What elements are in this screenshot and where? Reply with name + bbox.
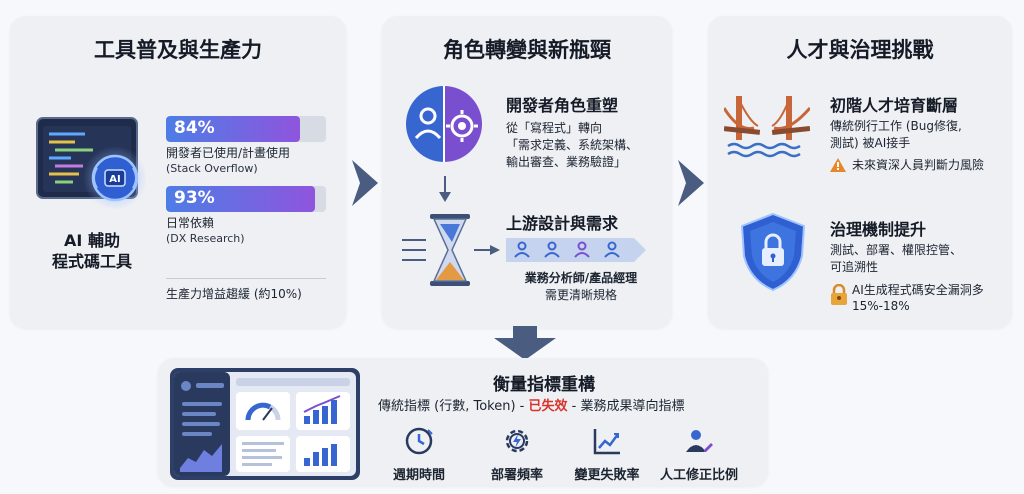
person-edit-icon (686, 430, 713, 452)
talent-desc-line1: 傳統例行工作 (Bug修復, (830, 119, 962, 133)
role-desc-line2: 「需求定義、系統架構、 (506, 138, 639, 152)
arrow-down-icon (494, 326, 556, 360)
metric-change-failure-rate: 變更失敗率 (552, 426, 662, 483)
stat-reliance: 93% 日常依賴 (DX Research) (166, 186, 326, 246)
metric-change-failure-label: 變更失敗率 (574, 468, 640, 483)
metric-cycle-time-label: 週期時間 (392, 468, 445, 483)
upstream-design-desc: 業務分析師/產品經理 需更清晰規格 (506, 270, 656, 304)
ai-code-monitor-icon: AI (36, 117, 147, 210)
junior-talent-gap-desc: 傳統例行工作 (Bug修復, 測試) 被AI接手 (830, 118, 962, 152)
gear-bolt-icon (505, 429, 529, 453)
metrics-title: 衡量指標重構 (493, 375, 595, 395)
metric-manual-fix-label: 人工修正比例 (659, 468, 738, 483)
people-row-icon (506, 238, 646, 262)
usage-desc: 開發者已使用/計畫使用 (166, 146, 291, 160)
usage-percent: 84% (174, 118, 215, 138)
arrow-right-icon (352, 160, 378, 206)
junior-talent-gap-title: 初階人才培育斷層 (830, 96, 959, 115)
trend-chart-icon (593, 429, 620, 455)
role-reshape-title: 開發者角色重塑 (506, 96, 619, 115)
governance-desc-line1: 測試、部署、權限控管、 (830, 243, 963, 257)
ai-code-vulnerability-note: AI生成程式碼安全漏洞多 15%-18% (852, 282, 984, 314)
arrow-down-icon (439, 176, 451, 202)
ai-label-line1: AI 輔助 (64, 231, 120, 250)
panel3-title: 人才與治理挑戰 (786, 38, 934, 62)
usage-progress-bar: 84% (166, 116, 326, 142)
usage-progress-fill (166, 116, 301, 142)
panel-talent-governance: 人才與治理挑戰 初階人才培育斷層 傳統例行工作 (Bug修復, 測試) 被AI接… (708, 16, 1012, 328)
governance-title: 治理機制提升 (830, 220, 927, 239)
usage-source: (Stack Overflow) (166, 162, 258, 175)
security-shield-icon (740, 212, 806, 292)
warning-icon (830, 158, 846, 172)
reliance-progress-bar: 93% (166, 186, 326, 212)
metric-deploy-frequency: 部署頻率 (462, 426, 572, 483)
developer-gear-icon (406, 86, 482, 162)
vuln-line2: 15%-18% (852, 299, 910, 313)
dashboard-illustration-icon (170, 368, 360, 480)
panel-role-shift: 角色轉變與新瓶頸 開發者角色重塑 從「寫程式」轉向 「需求定義、系統架構、 輸出… (382, 16, 672, 328)
productivity-note: 生產力增益趨緩 (約10%) (166, 278, 326, 302)
upstream-design-title: 上游設計與需求 (506, 214, 619, 233)
panel2-title: 角色轉變與新瓶頸 (443, 38, 611, 62)
subtitle-invalid: 已失效 (528, 399, 568, 414)
metric-deploy-frequency-label: 部署頻率 (490, 468, 543, 483)
metric-cycle-time: 週期時間 (364, 426, 474, 483)
broken-bridge-icon (724, 96, 810, 158)
panel1-title: 工具普及與生產力 (94, 38, 262, 62)
metric-manual-fix-ratio: 人工修正比例 (644, 426, 754, 483)
hourglass-bottleneck-icon (402, 214, 500, 286)
talent-desc-line2: 測試) 被AI接手 (830, 136, 911, 150)
panel-tool-adoption: 工具普及與生產力 AI AI 輔助 程式碼工具 84% 開發者已使用/計 (10, 16, 346, 328)
ai-label-line2: 程式碼工具 (51, 252, 132, 271)
ai-badge-text: AI (109, 174, 120, 185)
reliance-desc: 日常依賴 (166, 216, 215, 230)
upstream-desc-line2: 需更清晰規格 (544, 288, 617, 302)
reliance-percent: 93% (174, 188, 215, 208)
governance-desc: 測試、部署、權限控管、 可追溯性 (830, 242, 962, 276)
arrow-right-icon (678, 160, 704, 206)
subtitle-prefix: 傳統指標 (行數, Token) - (378, 399, 529, 414)
role-reshape-desc: 從「寫程式」轉向 「需求定義、系統架構、 輸出審查、業務驗證」 (506, 120, 638, 171)
stat-usage: 84% 開發者已使用/計畫使用 (Stack Overflow) (166, 116, 326, 176)
senior-judgement-risk: 未來資深人員判斷力風險 (852, 158, 985, 172)
panel-metrics-restructure: 衡量指標重構 傳統指標 (行數, Token) - 已失效 - 業務成果導向指標… (158, 358, 768, 486)
vuln-line1: AI生成程式碼安全漏洞多 (852, 283, 984, 297)
padlock-icon (831, 284, 847, 305)
reliance-progress-fill (166, 186, 315, 212)
ai-tool-label: AI 輔助 程式碼工具 (22, 230, 162, 272)
subtitle-suffix: - 業務成果導向指標 (567, 399, 685, 414)
role-desc-line1: 從「寫程式」轉向 (506, 121, 603, 135)
governance-desc-line2: 可追溯性 (830, 260, 879, 274)
clock-icon (405, 427, 433, 455)
metrics-subtitle: 傳統指標 (行數, Token) - 已失效 - 業務成果導向指標 (378, 398, 768, 415)
role-desc-line3: 輸出審查、業務驗證」 (506, 155, 627, 169)
reliance-source: (DX Research) (166, 232, 245, 245)
upstream-desc-line1: 業務分析師/產品經理 (524, 271, 638, 285)
